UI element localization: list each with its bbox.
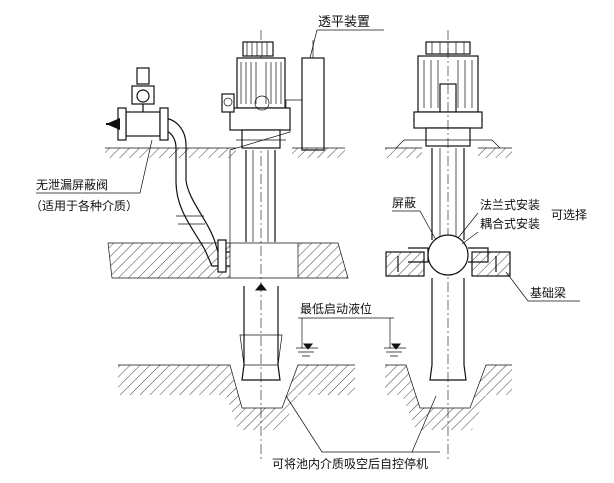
auto-stop-annotation: 可将池内介质吸空后自控停机 <box>272 395 440 471</box>
valve-label-line1: 无泄漏屏蔽阀 <box>36 178 108 192</box>
leveling-device-label: 透平装置 <box>318 15 370 30</box>
coupling-install-label: 耦合式安装 <box>480 216 540 231</box>
left-installation: 透平装置 无泄漏屏蔽阀 （适用于各种介质） <box>30 15 406 460</box>
valve-label-line2: （适用于各种介质） <box>30 198 138 213</box>
motor-icon <box>221 41 291 149</box>
valve-label: 无泄漏屏蔽阀 （适用于各种介质） <box>30 139 153 213</box>
flow-arrow-icon <box>254 283 268 291</box>
valve-icon <box>106 67 169 141</box>
optional-label: 可选择 <box>551 208 587 222</box>
min-start-level-label: 最低启动液位 <box>300 301 372 316</box>
min-start-level: 最低启动液位 <box>296 301 406 357</box>
foundation-beam-label: 基础梁 <box>530 285 566 300</box>
shield-label: 屏蔽 <box>392 196 416 210</box>
discharge-pipe <box>161 117 230 273</box>
auto-stop-label: 可将池内介质吸空后自控停机 <box>272 456 428 471</box>
leveling-device: 透平装置 <box>285 15 384 151</box>
water-level-icon <box>296 343 406 357</box>
flange-install-label: 法兰式安装 <box>480 197 540 212</box>
right-installation: 屏蔽 法兰式安装 耦合式安装 可选择 基础梁 <box>385 30 587 460</box>
foundation-beam <box>385 251 511 277</box>
